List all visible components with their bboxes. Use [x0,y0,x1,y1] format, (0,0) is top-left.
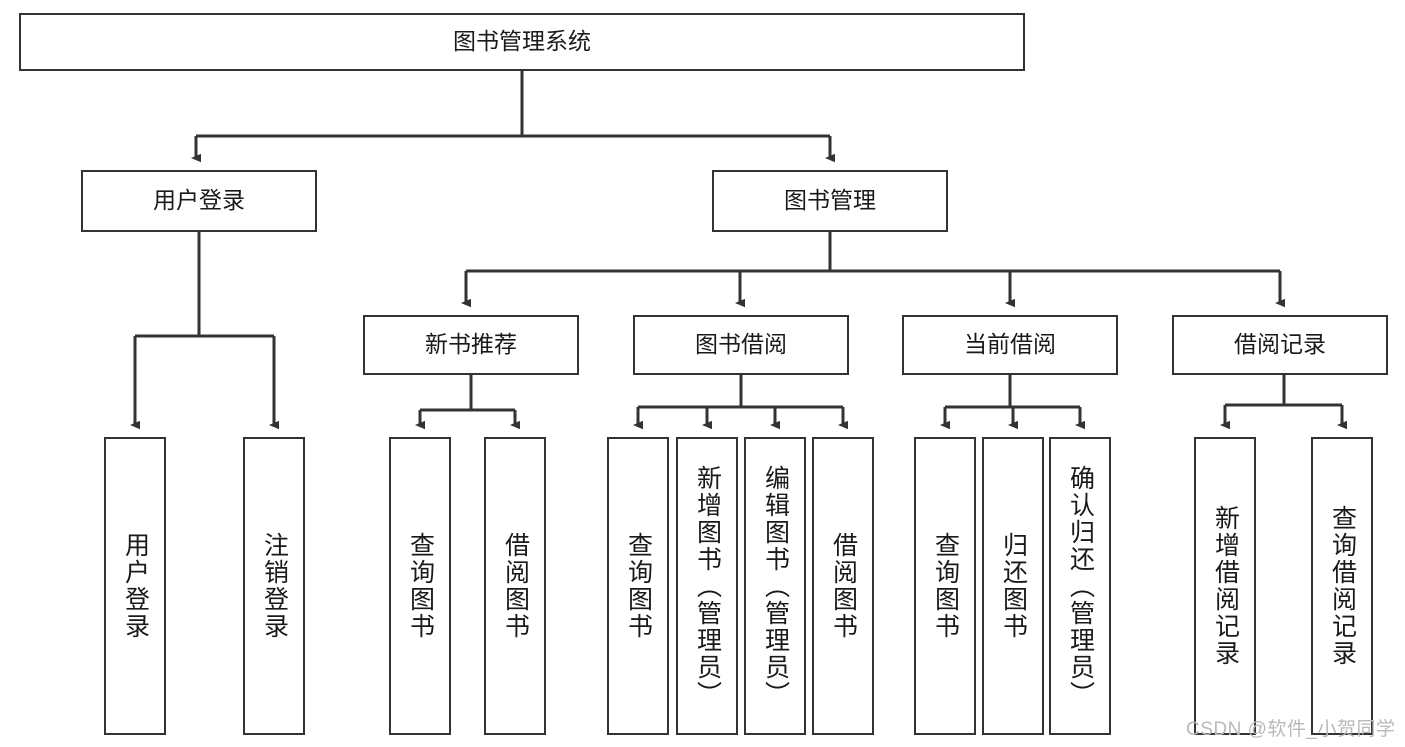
node-leaf-edit-book[interactable]: 编辑图书（管理员） [744,437,806,735]
node-leaf-user-logout-label: 注销登录 [260,532,289,640]
node-leaf-borrow-book-rec[interactable]: 借阅图书 [484,437,546,735]
node-leaf-query-book-borrow-label: 查询图书 [624,532,653,640]
node-current-borrow-label: 当前借阅 [964,331,1056,358]
node-leaf-borrow-book[interactable]: 借阅图书 [812,437,874,735]
node-leaf-return-book[interactable]: 归还图书 [982,437,1044,735]
node-borrow-record-label: 借阅记录 [1234,331,1326,358]
node-user-login[interactable]: 用户登录 [81,170,317,232]
node-book-borrow-label: 图书借阅 [695,331,787,358]
node-leaf-borrow-book-rec-label: 借阅图书 [501,532,530,640]
node-leaf-add-book-label: 新增图书（管理员） [693,464,722,708]
node-leaf-borrow-book-label: 借阅图书 [829,532,858,640]
node-root-label: 图书管理系统 [453,28,591,55]
node-leaf-edit-book-label: 编辑图书（管理员） [761,464,790,708]
node-new-book-rec[interactable]: 新书推荐 [363,315,579,375]
node-leaf-user-logout[interactable]: 注销登录 [243,437,305,735]
node-new-book-rec-label: 新书推荐 [425,331,517,358]
node-leaf-confirm-return[interactable]: 确认归还（管理员） [1049,437,1111,735]
node-leaf-add-record-label: 新增借阅记录 [1211,505,1240,667]
node-borrow-record[interactable]: 借阅记录 [1172,315,1388,375]
node-leaf-query-book-cur-label: 查询图书 [931,532,960,640]
node-leaf-query-book-rec-label: 查询图书 [406,532,435,640]
node-user-login-label: 用户登录 [153,187,245,214]
node-leaf-add-record[interactable]: 新增借阅记录 [1194,437,1256,735]
node-book-borrow[interactable]: 图书借阅 [633,315,849,375]
node-leaf-return-book-label: 归还图书 [999,532,1028,640]
node-leaf-query-book-borrow[interactable]: 查询图书 [607,437,669,735]
node-leaf-query-book-cur[interactable]: 查询图书 [914,437,976,735]
node-leaf-add-book[interactable]: 新增图书（管理员） [676,437,738,735]
node-book-manage[interactable]: 图书管理 [712,170,948,232]
node-book-manage-label: 图书管理 [784,187,876,214]
node-leaf-query-book-rec[interactable]: 查询图书 [389,437,451,735]
node-leaf-user-login-label: 用户登录 [121,532,150,640]
node-leaf-query-record[interactable]: 查询借阅记录 [1311,437,1373,735]
node-leaf-query-record-label: 查询借阅记录 [1328,505,1357,667]
node-current-borrow[interactable]: 当前借阅 [902,315,1118,375]
node-root[interactable]: 图书管理系统 [19,13,1025,71]
node-leaf-user-login[interactable]: 用户登录 [104,437,166,735]
watermark: CSDN @软件_小贺同学 [1186,719,1396,740]
node-leaf-confirm-return-label: 确认归还（管理员） [1066,464,1095,708]
